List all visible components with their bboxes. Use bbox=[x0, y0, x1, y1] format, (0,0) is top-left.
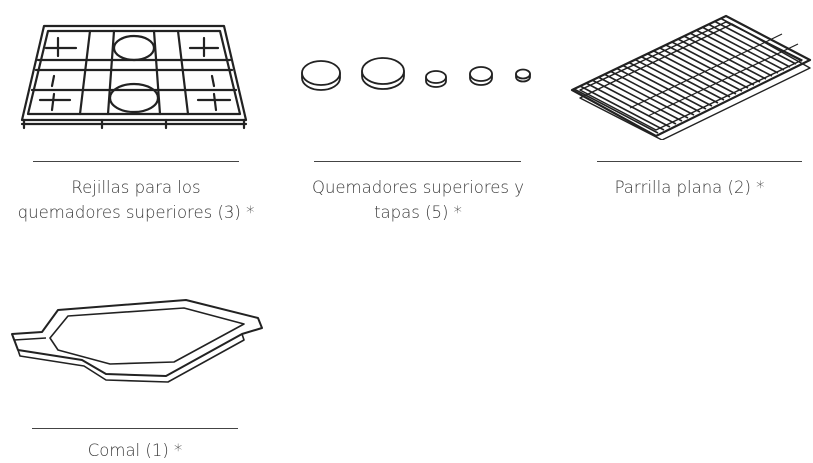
caption-line-1: Rejillas para los bbox=[71, 178, 201, 197]
divider-rule bbox=[33, 161, 239, 162]
caption-line-1: Parrilla plana (2) * bbox=[614, 178, 765, 197]
caption-line-2: quemadores superiores (3) * bbox=[17, 203, 255, 222]
caption-line-1: Comal (1) * bbox=[87, 441, 183, 460]
burner-grates-icon bbox=[18, 20, 250, 132]
caption-line-2: tapas (5) * bbox=[374, 203, 462, 222]
divider-rule bbox=[314, 161, 521, 162]
divider-rule bbox=[32, 428, 238, 429]
griddle-icon bbox=[6, 288, 268, 384]
caption-line-1: Quemadores superiores y bbox=[311, 178, 525, 197]
divider-rule bbox=[597, 161, 802, 162]
caption-griddle: Comal (1) * bbox=[20, 438, 250, 463]
burners-and-caps-icon bbox=[298, 54, 538, 94]
caption-burners-and-caps: Quemadores superiores y tapas (5) * bbox=[283, 175, 553, 225]
caption-flat-rack: Parrilla plana (2) * bbox=[566, 175, 813, 200]
caption-burner-grates: Rejillas para los quemadores superiores … bbox=[0, 175, 272, 225]
flat-rack-icon bbox=[566, 12, 813, 140]
